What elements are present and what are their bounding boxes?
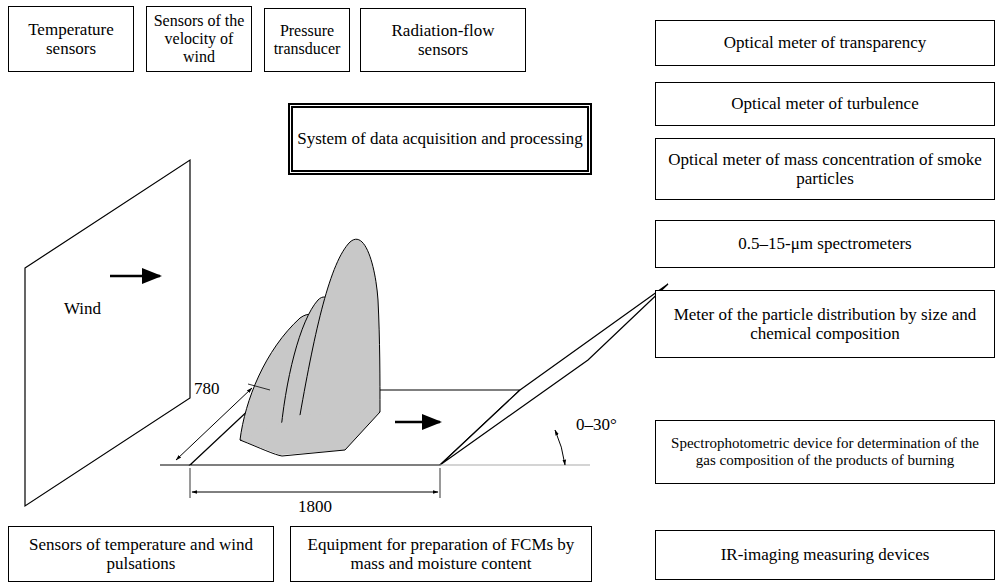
- ground-line: [160, 465, 190, 466]
- system-box: System of data acquisition and processin…: [288, 103, 592, 175]
- instrument-box: 0.5–15-μm spectrometers: [655, 220, 995, 268]
- instrument-box: Sensors of temperature and wind pulsatio…: [8, 526, 274, 582]
- box-text: Meter of the particle distribution by si…: [660, 305, 990, 343]
- extension-line: [190, 468, 191, 498]
- box-text: Optical meter of turbulence: [731, 94, 918, 113]
- instrument-box: Pressure transducer: [264, 8, 350, 72]
- ground-line: [440, 464, 590, 465]
- dimension-line: [176, 388, 252, 460]
- box-text: Optical meter of transparency: [724, 33, 927, 52]
- spread-arrow: [395, 421, 440, 424]
- dimension-label: 0–30°: [574, 416, 619, 433]
- instrument-box: IR-imaging measuring devices: [655, 530, 995, 580]
- instrument-box: Optical meter of mass concentration of s…: [655, 138, 995, 200]
- extension-line: [440, 468, 441, 498]
- dimension-label: 780: [192, 380, 222, 397]
- instrument-box: Optical meter of turbulence: [655, 82, 995, 126]
- box-text: Equipment for preparation of FCMs by mas…: [295, 535, 587, 573]
- box-text: Temperature sensors: [13, 20, 129, 58]
- dimension-label: 1800: [296, 498, 334, 515]
- box-text: IR-imaging measuring devices: [721, 545, 930, 564]
- box-text: 0.5–15-μm spectrometers: [738, 234, 911, 253]
- instrument-box: Radiation-flow sensors: [360, 8, 526, 72]
- wind-arrow: [110, 275, 160, 278]
- flame-front: [240, 412, 380, 456]
- flame: [300, 239, 380, 440]
- wind-panel: [25, 160, 190, 506]
- wind-label: Wind: [62, 300, 103, 317]
- box-text: Sensors of temperature and wind pulsatio…: [13, 535, 269, 573]
- extension-line: [248, 384, 270, 390]
- box-text: Radiation-flow sensors: [365, 21, 521, 59]
- instrument-box: Sensors of the velocity of wind: [146, 6, 252, 72]
- box-text: Pressure transducer: [269, 22, 345, 58]
- instrument-box: Temperature sensors: [8, 6, 134, 72]
- flame-base: [240, 412, 380, 455]
- box-text: System of data acquisition and processin…: [297, 129, 583, 148]
- box-text: Sensors of the velocity of wind: [151, 12, 247, 66]
- instrument-box: Meter of the particle distribution by si…: [655, 290, 995, 358]
- dimension-line: [192, 492, 438, 493]
- instrument-box: Equipment for preparation of FCMs by mas…: [290, 526, 592, 582]
- angle-arc: [555, 430, 565, 465]
- instrument-box: Optical meter of transparency: [655, 20, 995, 66]
- inclined-plane: [440, 284, 668, 465]
- box-text: Optical meter of mass concentration of s…: [660, 150, 990, 188]
- instrument-box: Spectrophotometric device for determinat…: [655, 420, 995, 484]
- box-text: Spectrophotometric device for determinat…: [660, 435, 990, 469]
